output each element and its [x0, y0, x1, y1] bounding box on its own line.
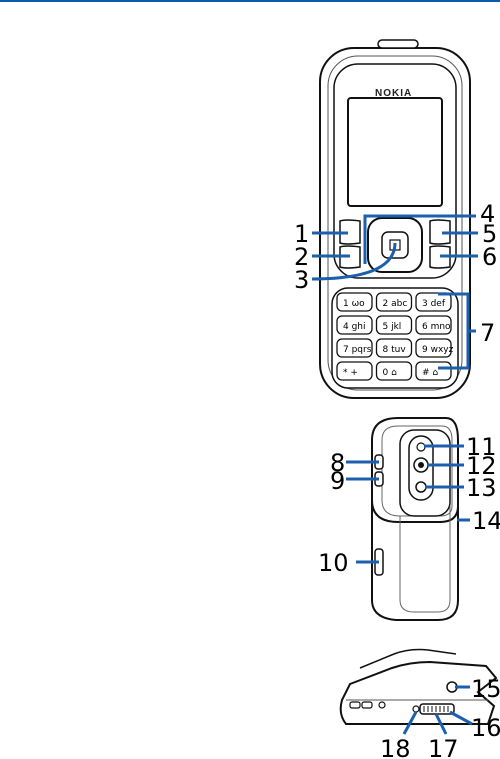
callout-17: 17	[428, 735, 459, 759]
key-label-7: 8 tuv	[383, 345, 407, 355]
callout-16: 16	[471, 714, 500, 742]
key-label-9: * +	[343, 368, 358, 378]
callout-14: 14	[472, 507, 500, 535]
connector-pins	[424, 706, 448, 712]
key-label-2: 3 def	[422, 299, 446, 309]
callout-9: 9	[330, 467, 345, 495]
key-label-6: 7 pqrs	[343, 345, 372, 355]
callout-7: 7	[480, 319, 495, 347]
key-label-10: 0 ⌂	[383, 368, 398, 378]
callout-18: 18	[380, 735, 411, 759]
key-label-8: 9 wxyz	[422, 345, 454, 355]
callout-6: 6	[482, 243, 497, 271]
phone-side-view	[372, 418, 458, 620]
camera-lens-core	[418, 462, 424, 468]
pop-port-connector	[420, 704, 454, 714]
key-label-1: 2 abc	[383, 299, 408, 309]
key-label-4: 5 jkl	[383, 322, 402, 332]
key-label-11: # ⌂	[422, 368, 438, 378]
callout-10: 10	[318, 549, 349, 577]
key-label-3: 4 ghi	[343, 322, 366, 332]
key-label-5: 6 mno	[422, 322, 451, 332]
callout-13: 13	[466, 474, 497, 502]
callout-3: 3	[294, 266, 309, 294]
key-label-0: 1 ωο	[343, 299, 365, 309]
callout-15: 15	[471, 675, 500, 703]
earpiece	[378, 40, 418, 48]
display-screen	[348, 98, 442, 206]
